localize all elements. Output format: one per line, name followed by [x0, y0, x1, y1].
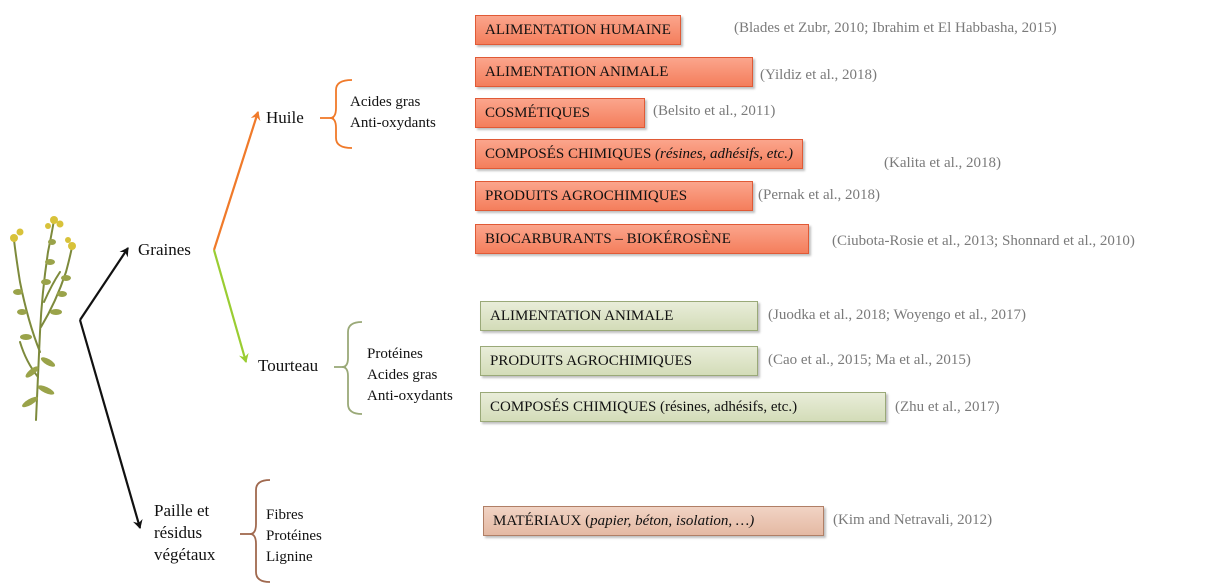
arrow-to-tourteau [212, 249, 249, 363]
huile-use-text: ALIMENTATION HUMAINE [485, 22, 671, 38]
tourteau-use-reference: (Cao et al., 2015; Ma et al., 2015) [768, 352, 971, 368]
huile-use-box: PRODUITS AGROCHIMIQUES [475, 181, 753, 211]
camelina-plant-image [10, 216, 76, 421]
tourteau-use-box: COMPOSÉS CHIMIQUES (résines, adhésifs, e… [480, 392, 886, 422]
paille-components: Fibres Protéines Lignine [266, 505, 322, 568]
huile-use-box: ALIMENTATION ANIMALE [475, 57, 753, 87]
huile-use-reference: (Belsito et al., 2011) [653, 103, 776, 119]
tourteau-components: Protéines Acides gras Anti-oxydants [367, 344, 453, 407]
paille-component: Lignine [266, 549, 313, 565]
huile-use-text: BIOCARBURANTS – BIOKÉROSÈNE [485, 231, 731, 247]
huile-use-reference: (Yildiz et al., 2018) [760, 67, 878, 83]
arrow-to-paille [78, 319, 143, 529]
huile-use-reference: (Ciubota-Rosie et al., 2013; Shonnard et… [832, 233, 1135, 249]
huile-use-reference: (Pernak et al., 2018) [758, 187, 881, 203]
huile-component: Acides gras [350, 94, 421, 110]
arrow-to-graines [79, 247, 129, 321]
tourteau-component: Protéines [367, 346, 423, 362]
tourteau-use-box: ALIMENTATION ANIMALE [480, 301, 758, 331]
paille-label-line-2: résidus [154, 523, 203, 542]
paille-component: Protéines [266, 528, 322, 544]
tourteau-use-text: ALIMENTATION ANIMALE [490, 308, 674, 324]
huile-use-text: COSMÉTIQUES [485, 105, 591, 121]
paille-label-line-1: Paille et [154, 501, 210, 520]
tourteau-label: Tourteau [258, 356, 319, 375]
paille-use-text-italic: papier, béton, isolation, …) [590, 513, 755, 529]
paille-use-text: MATÉRIAUX ( [493, 513, 591, 529]
tourteau-use-box: PRODUITS AGROCHIMIQUES [480, 346, 758, 376]
huile-use-reference: (Blades et Zubr, 2010; Ibrahim et El Hab… [734, 20, 1057, 36]
huile-use-text: COMPOSÉS CHIMIQUES [485, 146, 656, 162]
huile-use-box: BIOCARBURANTS – BIOKÉROSÈNE [475, 224, 809, 254]
paille-label-line-3: végétaux [154, 545, 216, 564]
huile-components: Acides gras Anti-oxydants [350, 92, 436, 134]
huile-component: Anti-oxydants [350, 115, 436, 131]
huile-use-reference: (Kalita et al., 2018) [884, 155, 1002, 171]
tourteau-use-text: COMPOSÉS CHIMIQUES (résines, adhésifs, e… [490, 399, 798, 415]
graines-label: Graines [138, 240, 191, 259]
paille-component: Fibres [266, 507, 304, 523]
tourteau-component: Anti-oxydants [367, 388, 453, 404]
tourteau-use-text: PRODUITS AGROCHIMIQUES [490, 353, 693, 369]
tourteau-component: Acides gras [367, 367, 438, 383]
huile-use-box: ALIMENTATION HUMAINE [475, 15, 681, 45]
paille-use-reference: (Kim and Netravali, 2012) [833, 512, 993, 528]
huile-use-text-italic: (résines, adhésifs, etc.) [655, 146, 793, 162]
huile-use-box: COMPOSÉS CHIMIQUES (résines, adhésifs, e… [475, 139, 803, 169]
tourteau-use-reference: (Zhu et al., 2017) [895, 399, 1000, 415]
huile-label: Huile [266, 108, 304, 127]
huile-use-box: COSMÉTIQUES [475, 98, 645, 128]
paille-use-box: MATÉRIAUX (papier, béton, isolation, …) [483, 506, 824, 536]
huile-use-text: PRODUITS AGROCHIMIQUES [485, 188, 688, 204]
tourteau-use-reference: (Juodka et al., 2018; Woyengo et al., 20… [768, 307, 1027, 323]
arrow-to-huile [212, 111, 261, 251]
huile-use-text: ALIMENTATION ANIMALE [485, 64, 669, 80]
paille-label: Paille et résidus végétaux [154, 500, 215, 566]
